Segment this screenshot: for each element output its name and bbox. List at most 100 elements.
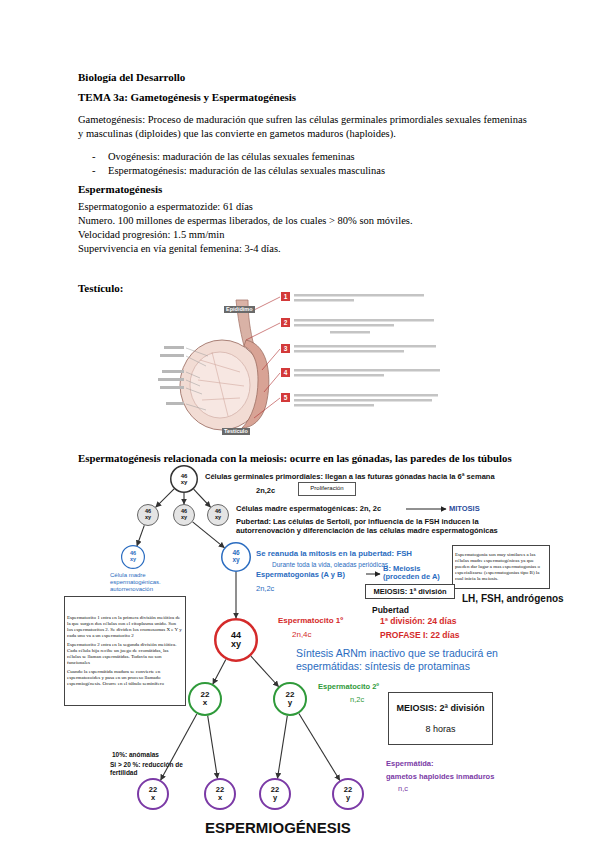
box-content: Espermatogonia son muy similares a las c… (453, 546, 549, 588)
flow-arrow (299, 714, 340, 781)
cell-circle: 46 xy (207, 504, 229, 526)
circle-shape (208, 505, 229, 526)
section-heading: Espermatogénesis relacionada con la meio… (78, 451, 512, 465)
part-name: Epidídimo (224, 306, 255, 313)
hormone-list: LH, FSH, andrógenos (462, 592, 564, 605)
cell-circle: 22 y (273, 682, 307, 716)
cell-circle: 44 xy (214, 618, 258, 662)
doc-subject: Biología del Desarrollo (78, 70, 185, 84)
circle-shape (222, 543, 251, 572)
duration-note: PROFASE I: 22 días (380, 630, 459, 641)
stage-note: Pubertad (372, 605, 409, 616)
circle-shape (215, 619, 257, 661)
note-box: Espermatogonia son muy similares a las c… (452, 545, 550, 589)
cell-label: 46 xy (232, 550, 239, 564)
circle-shape (189, 683, 221, 715)
fact-line: Supervivencia en vía genital femenina: 3… (78, 242, 281, 255)
flow-arrow (208, 716, 218, 778)
stage-note: Pubertad: Las células de Sertoli, por in… (236, 517, 526, 535)
cell-label: 46 xy (181, 509, 187, 521)
circle-shape (122, 546, 145, 569)
circle-shape (274, 683, 306, 715)
box-content: MEIOSIS: 1ª división (366, 585, 454, 598)
callout-squares (281, 292, 290, 402)
box-heading: MEIOSIS: 1ª división (373, 587, 446, 596)
stage-note: Síntesis ARNm inactivo que se traducirá … (296, 647, 528, 673)
cell-circle: 22 y (259, 778, 291, 810)
box-text: Cuando la espermátida madura se conviert… (67, 669, 183, 687)
box-heading: MEIOSIS: 2ª división (397, 703, 485, 714)
mitosis-arrow (406, 509, 446, 510)
stage-note: Durante toda la vida, oleadas periódicas (272, 561, 388, 569)
cell-label: 22 y (271, 786, 279, 802)
epididymis (242, 340, 269, 428)
ploidy-note: n,2c (350, 695, 364, 704)
fact-line: Numero. 100 millones de espermas liberad… (78, 214, 413, 227)
fact-line: Espermatogonio a espermatozide: 61 días (78, 200, 253, 213)
cell-name: Espermatocito 1º (278, 616, 343, 626)
stage-note: Células germinales primordiales: llegan … (205, 472, 495, 481)
cell-label: 46 xy (130, 551, 136, 563)
circle-content: 46 xy (170, 465, 198, 493)
circle-shape (174, 505, 195, 526)
circle-shape (138, 505, 159, 526)
box-content: Proliferación (299, 483, 355, 495)
flow-arrow (161, 714, 197, 780)
illegible-description-bars (294, 294, 440, 407)
circle-shape (333, 779, 363, 809)
circle-content: 46 xy (221, 542, 251, 572)
circle-content: 22 y (332, 778, 364, 810)
circle-content: 22 y (273, 682, 307, 716)
label-box: Proliferación (298, 482, 356, 496)
process-name: MITOSIS (449, 504, 480, 513)
cell-label: 22 x (149, 786, 157, 802)
duration-note: 1ª división: 24 días (380, 616, 456, 627)
ploidy-note: n,c (398, 784, 408, 793)
callout-pointers (246, 297, 280, 418)
box-content: Espermatocito 1 entra en la primera divi… (65, 597, 185, 705)
stat-note: 10%: anómalas (112, 751, 159, 759)
cell-name: Espermátida: (386, 759, 434, 768)
stage-note: B: Meiosis (proceden de A) (383, 565, 447, 581)
circle-content: 44 xy (214, 618, 258, 662)
part-name: Testículo (222, 428, 250, 435)
box-content: MEIOSIS: 2ª división 8 horas (389, 693, 492, 744)
section-heading: Espermatogénesis (78, 182, 162, 196)
cell-label: 22 y (286, 691, 295, 708)
doc-topic: TEMA 3a: Gametogénesis y Espermatogénesi… (78, 90, 296, 104)
cell-circle: 22 y (332, 778, 364, 810)
circle-content: 46 xy (121, 545, 145, 569)
circle-content: 22 x (188, 682, 222, 716)
flow-arrow (156, 489, 174, 507)
cell-label: 44 xy (231, 631, 241, 650)
circle-shape (260, 779, 290, 809)
flow-arrow (235, 572, 236, 618)
cell-name: Espermatocito 2º (318, 682, 379, 691)
note-box: Espermatocito 1 entra en la primera divi… (64, 596, 186, 706)
box-text: 8 horas (425, 724, 455, 735)
cell-label: 22 y (344, 786, 352, 802)
ploidy-note: 2n,2c (256, 486, 275, 495)
flow-arrow (213, 660, 226, 685)
cell-circle: 46 xy (121, 545, 145, 569)
cell-name: Espermatogonias (A y B) (256, 570, 345, 579)
callout-number: 4 (281, 368, 290, 377)
cell-name: gametos haploides inmaduros (386, 772, 494, 781)
cell-circle: 46 xy (137, 504, 159, 526)
circle-content: 46 xy (137, 504, 159, 526)
box-text: Espermatocito 2 entra en la segunda divi… (67, 642, 183, 666)
circle-content: 46 xy (173, 504, 195, 526)
box-heading: Proliferación (310, 485, 343, 492)
leader-lines (186, 348, 208, 410)
cell-circle: 22 x (137, 778, 169, 810)
ploidy-note: 2n,4c (292, 630, 312, 640)
cell-circle: 46 xy (173, 504, 195, 526)
ploidy-note: 2n,2c (256, 584, 274, 593)
circle-shape (138, 779, 168, 809)
flow-arrow (278, 716, 288, 778)
cell-label: 22 x (216, 786, 224, 802)
flow-arrow (251, 656, 279, 686)
